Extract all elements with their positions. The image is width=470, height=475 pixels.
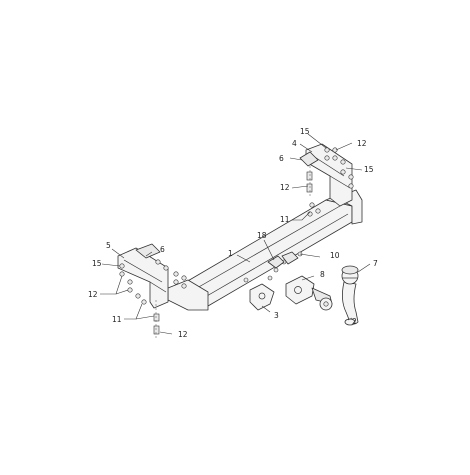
callout-10: 10: [330, 251, 340, 260]
callout-15-top: 15: [300, 127, 310, 136]
callout-5: 5: [106, 241, 111, 250]
callout-12-bottom: 12: [178, 330, 188, 339]
callout-3: 3: [274, 311, 279, 320]
callout-4: 4: [292, 139, 297, 148]
main-crossbar: [167, 189, 363, 311]
left-side-bracket: [117, 243, 169, 309]
callout-11-left: 11: [112, 315, 122, 324]
tow-ball: [341, 265, 359, 326]
callout-labels: 1 2 3 4 5 6 6 7 8 10 11 11 12 12 12 12 1…: [88, 127, 378, 339]
callout-8: 8: [320, 270, 325, 279]
callout-12-left: 12: [88, 290, 98, 299]
callout-18: 18: [257, 231, 267, 240]
callout-15-left: 15: [92, 259, 102, 268]
ball-mount: [285, 275, 333, 311]
callout-15-right: 15: [364, 165, 374, 174]
callout-2: 2: [352, 317, 357, 326]
callout-7: 7: [373, 259, 378, 268]
right-side-bracket: [299, 143, 353, 207]
callout-11-right: 11: [280, 215, 290, 224]
callout-12-top-right: 12: [357, 139, 367, 148]
socket-plate: [243, 251, 303, 311]
callout-6-left: 6: [160, 245, 165, 254]
callout-12-mid-right: 12: [280, 183, 290, 192]
leader-lines: [100, 133, 371, 335]
callout-1: 1: [228, 249, 233, 258]
callout-6-right: 6: [279, 154, 284, 163]
fastener-set: [119, 147, 354, 338]
